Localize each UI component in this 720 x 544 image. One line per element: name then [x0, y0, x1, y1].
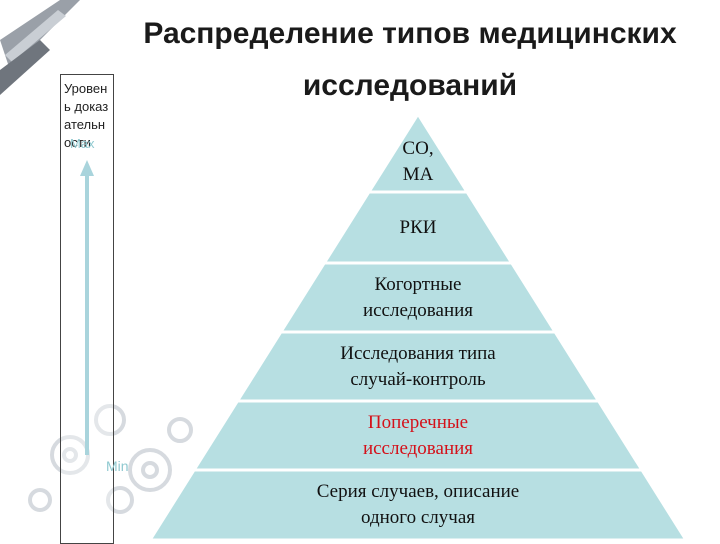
min-label: Min: [106, 458, 129, 474]
title-line-1: Распределение типов медицинских: [143, 17, 677, 50]
pyramid-tier-label-2: РКИ: [190, 215, 646, 241]
pyramid-tier-6-line-2: одного случая: [361, 507, 475, 528]
arrow-up-icon: [80, 160, 94, 176]
page-title: Распределение типов медицинских исследов…: [110, 8, 710, 112]
title-line-2: исследований: [302, 69, 518, 102]
gears-icon: [28, 404, 193, 514]
pyramid-tier-label-5: Поперечные исследования: [190, 410, 646, 462]
pyramid-tier-label-3: Когортные исследования: [190, 272, 646, 324]
pyramid-tier-5-line-1: Поперечные: [367, 411, 469, 433]
pyramid-tier-4-line-2: случай-контроль: [350, 368, 486, 390]
pyramid-tier-6: [148, 468, 688, 540]
pen-icon: [0, 0, 80, 95]
pyramid-tier-6-line-1: Серия случаев, описание: [316, 481, 520, 502]
pyramid-tier-label-6: Серия случаев, описание одного случая: [190, 479, 646, 531]
pyramid-tier-label-1: СО, МА: [190, 136, 646, 188]
pyramid-tier-4-line-1: Исследования типа: [340, 342, 496, 364]
pyramid-tier-1-line-2: МА: [402, 164, 434, 186]
evidence-level-label: Уровень доказательности: [64, 81, 109, 150]
pyramid-tier-5-line-2: исследования: [362, 437, 474, 459]
pyramid-tier-label-4: Исследования типа случай-контроль: [190, 341, 646, 393]
pyramid-tier-2-line-1: РКИ: [399, 216, 437, 238]
pyramid-tier-3-line-2: исследования: [362, 299, 474, 321]
max-label: Max: [70, 136, 95, 151]
pyramid-tier-3-line-1: Когортные: [374, 273, 462, 295]
pyramid-tier-1-line-1: СО,: [402, 138, 434, 160]
